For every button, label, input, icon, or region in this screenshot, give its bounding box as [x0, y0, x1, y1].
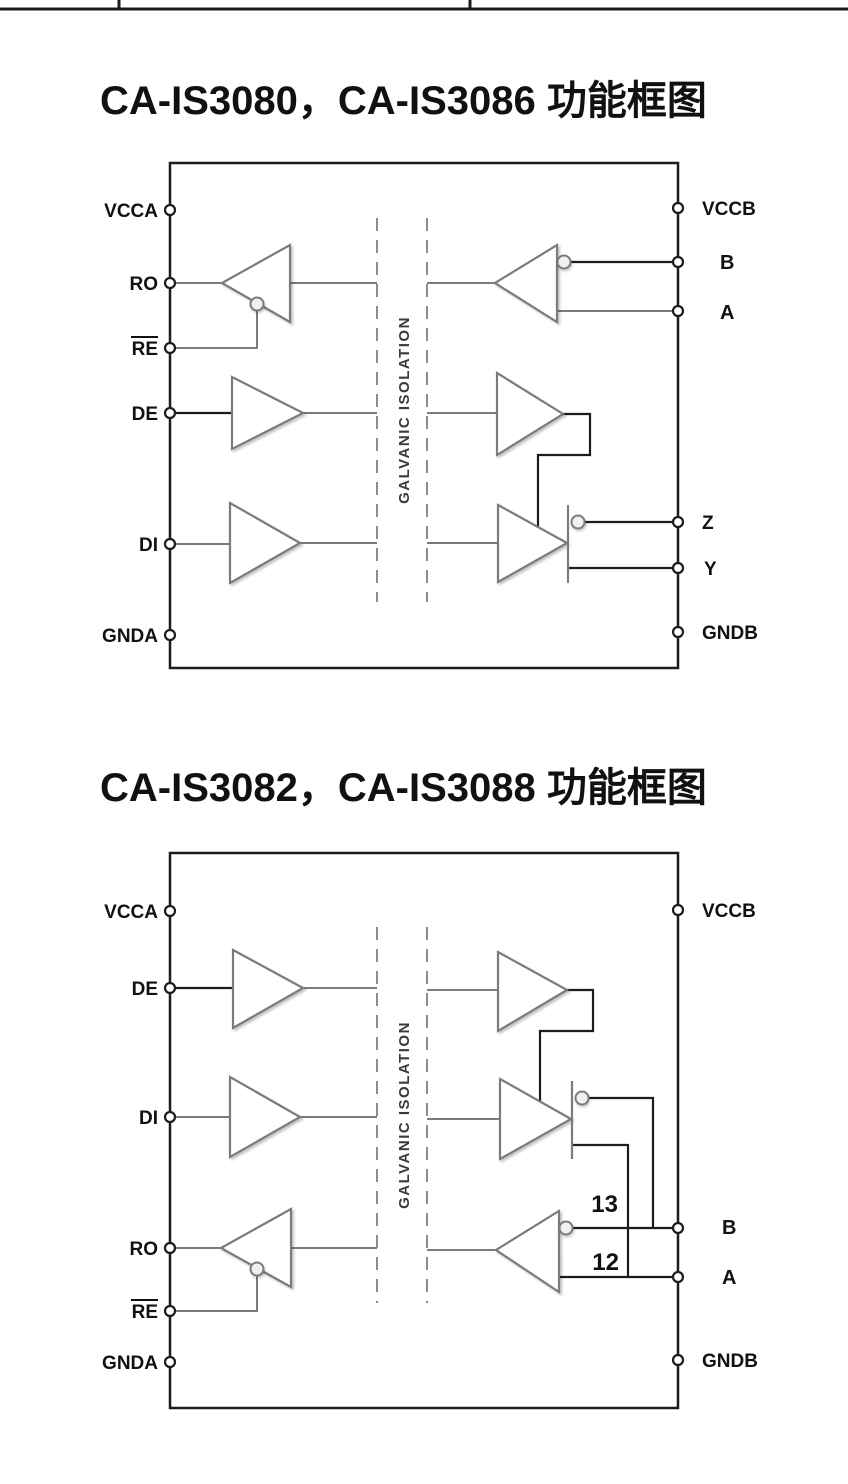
receiver-inverting-input-bubble [556, 254, 572, 270]
pin-label-gnda: GNDA [102, 626, 158, 647]
pin-label-vccb: VCCB [702, 199, 756, 220]
pin-label-b: B [720, 252, 734, 274]
pin-a [671, 1270, 685, 1284]
pin-label-re: RE [132, 1302, 158, 1323]
wire-driver-out-to-a [572, 1143, 630, 1277]
pin-label-vcca: VCCA [104, 902, 158, 923]
pin-label-di: DI [139, 535, 158, 556]
de-buffer [230, 375, 306, 451]
diagram2-title: CA-IS3082，CA-IS3088 功能框图 [100, 766, 707, 810]
pin-b [671, 1221, 685, 1235]
pin-de [163, 981, 177, 995]
diagram2: GALVANIC ISOLATION [102, 851, 758, 1410]
pin-gnda [163, 628, 177, 642]
pin-label-gndb: GNDB [702, 623, 758, 644]
pin-re [163, 1304, 177, 1318]
driver-inverting-output-bubble [570, 514, 586, 530]
pin-ro [163, 276, 177, 290]
pin-di [163, 1110, 177, 1124]
pin-label-z: Z [702, 513, 714, 534]
pin-re [163, 341, 177, 355]
pin-label-di: DI [139, 1108, 158, 1129]
pin-de [163, 406, 177, 420]
pin-vccb [671, 903, 685, 917]
signal-wires-dark [170, 260, 678, 570]
signal-wires [170, 282, 678, 545]
diagram1-title: CA-IS3080，CA-IS3086 功能框图 [100, 79, 707, 123]
bus-driver [498, 1077, 574, 1161]
pin-label-a: A [722, 1267, 736, 1289]
pin-y [671, 561, 685, 575]
pin-label-vcca: VCCA [104, 201, 158, 222]
pin-label-re: RE [132, 339, 158, 360]
ic-outline [168, 851, 680, 1410]
receiver-inverting-input-bubble [558, 1220, 574, 1236]
pin-vccb [671, 201, 685, 215]
pin-a [671, 304, 685, 318]
receiver-enable-bubble [249, 1261, 265, 1277]
galvanic-isolation-label: GALVANIC ISOLATION [396, 1021, 413, 1209]
pin-label-gndb: GNDB [702, 1351, 758, 1372]
pin-label-de: DE [132, 979, 158, 1000]
pin-label-de: DE [132, 404, 158, 425]
wire-driver-enable [538, 988, 595, 1103]
wire-driver-enable [536, 412, 592, 527]
de-buffer-right [495, 371, 566, 457]
wire-re [170, 310, 258, 349]
driver-inverting-output-bubble [574, 1090, 590, 1106]
pin-label-ro: RO [130, 1239, 159, 1260]
pin-labels: VCCA RO RE DE DI GNDA VCCB B A Z Y GNDB [102, 199, 758, 647]
galvanic-isolation-label: GALVANIC ISOLATION [396, 316, 413, 504]
di-buffer [228, 501, 303, 585]
pin-vcca [163, 203, 177, 217]
receiver-enable-bubble [249, 296, 265, 312]
pin-label-vccb: VCCB [702, 901, 756, 922]
diagram1: GALVANIC ISOLATION [102, 161, 758, 670]
de-buffer [231, 948, 306, 1030]
pin-terminals [163, 201, 685, 642]
pin-label-gnda: GNDA [102, 1353, 158, 1374]
pin-di [163, 537, 177, 551]
pin-gndb [671, 1353, 685, 1367]
pin-ro [163, 1241, 177, 1255]
pin-label-b: B [722, 1217, 736, 1239]
pin-label-ro: RO [130, 274, 159, 295]
pin-vcca [163, 904, 177, 918]
a-wire-pin-number: 12 [592, 1249, 619, 1276]
pin-gnda [163, 1355, 177, 1369]
pin-b [671, 255, 685, 269]
signal-wires-dark [170, 986, 678, 1279]
bus-receiver [493, 1209, 561, 1295]
pin-terminals [163, 903, 685, 1369]
de-buffer-right [496, 950, 570, 1033]
pin-label-a: A [720, 302, 734, 324]
wire-driver-inv-out-to-b [588, 1096, 655, 1228]
pin-z [671, 515, 685, 529]
pin-labels: VCCA DE DI RO RE GNDA VCCB B A GNDB [102, 901, 758, 1374]
table-border-remnant [0, 0, 848, 11]
bus-driver [496, 503, 570, 584]
pin-label-y: Y [704, 559, 717, 580]
signal-wires [170, 987, 500, 1312]
bus-receiver [492, 243, 559, 324]
b-wire-pin-number: 13 [591, 1191, 618, 1218]
pin-gndb [671, 625, 685, 639]
wire-re [170, 1276, 258, 1312]
di-buffer [228, 1075, 303, 1159]
